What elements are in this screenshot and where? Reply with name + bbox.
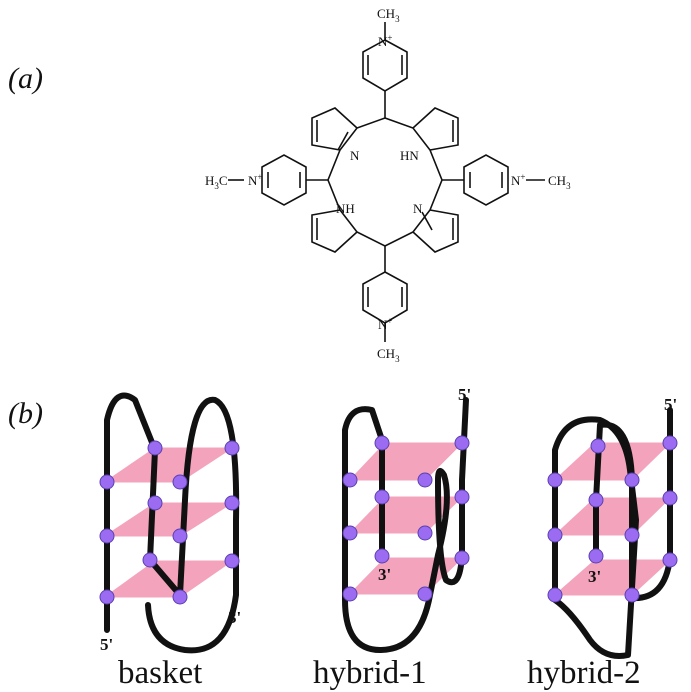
guanine-ball xyxy=(624,472,640,488)
guanine-ball xyxy=(99,528,115,544)
guanine-ball xyxy=(417,586,433,602)
guanine-ball xyxy=(624,587,640,603)
tetrad-2 xyxy=(553,497,672,536)
strand-hybrid-1 xyxy=(342,397,469,653)
strand-basket xyxy=(104,392,240,654)
basket-5prime: 5' xyxy=(100,635,113,654)
guanine-ball xyxy=(547,527,563,543)
basket-3prime: 3' xyxy=(228,608,241,627)
pyrrole-n-top-left: N xyxy=(350,148,360,163)
guanine-ball xyxy=(662,552,678,568)
guanine-ball xyxy=(454,550,470,566)
guanine-ball xyxy=(342,472,358,488)
guanine-ball xyxy=(662,490,678,506)
guanine-ball xyxy=(547,472,563,488)
tetrad-1 xyxy=(553,442,672,481)
guanine-ball xyxy=(374,435,390,451)
topology-hybrid-1: 5' 3' hybrid-1 xyxy=(313,385,471,691)
guanine-ball xyxy=(342,525,358,541)
guanine-ball xyxy=(172,589,188,605)
hybrid1-5prime: 5' xyxy=(458,385,471,404)
basket-label: basket xyxy=(118,655,202,691)
guanine-ball xyxy=(147,495,163,511)
tetrad-2 xyxy=(103,502,234,537)
hybrid2-3prime: 3' xyxy=(588,567,601,586)
bottom-n-plus: N+ xyxy=(378,316,392,332)
top-methyl: CH3 xyxy=(377,6,400,24)
topology-hybrid-2: 5' 3' hybrid-2 xyxy=(527,395,677,691)
pyrrole-n-bottom-right: N xyxy=(413,201,423,216)
tetrad-1 xyxy=(103,447,234,483)
guanine-ball xyxy=(224,440,240,456)
guanine-ball xyxy=(454,489,470,505)
porphyrin-bonds xyxy=(228,22,545,342)
topology-basket: 5' 3' basket xyxy=(100,392,241,691)
guanine-ball xyxy=(172,474,188,490)
guanine-ball xyxy=(417,525,433,541)
pyrrole-hn-top-right: HN xyxy=(400,148,419,163)
guanine-ball xyxy=(662,435,678,451)
guanine-ball xyxy=(624,527,640,543)
top-n-plus: N+ xyxy=(378,33,392,49)
hybrid2-label: hybrid-2 xyxy=(527,655,641,691)
guanine-ball xyxy=(224,553,240,569)
left-methyl: H3C xyxy=(205,173,228,191)
right-methyl: CH3 xyxy=(548,173,571,191)
panel-label-b: (b) xyxy=(8,397,43,430)
guanine-ball xyxy=(588,548,604,564)
guanine-ball xyxy=(588,492,604,508)
guanine-ball xyxy=(590,438,606,454)
guanine-balls xyxy=(99,435,678,605)
guanine-ball xyxy=(224,495,240,511)
guanine-ball xyxy=(374,489,390,505)
bottom-methyl: CH3 xyxy=(377,346,400,364)
right-n-plus: N+ xyxy=(511,172,525,188)
left-n-plus: N+ xyxy=(248,172,262,188)
hybrid1-3prime: 3' xyxy=(378,565,391,584)
guanine-ball xyxy=(454,435,470,451)
guanine-ball xyxy=(142,552,158,568)
hybrid2-5prime: 5' xyxy=(664,395,677,414)
pyrrole-nh-bottom-left: NH xyxy=(336,201,355,216)
guanine-ball xyxy=(99,474,115,490)
guanine-ball xyxy=(99,589,115,605)
guanine-ball xyxy=(547,587,563,603)
hybrid1-label: hybrid-1 xyxy=(313,655,427,691)
guanine-ball xyxy=(417,472,433,488)
atom-labels: CH3 N+ CH3 N+ H3C N+ N+ CH3 N HN NH N xyxy=(205,6,571,364)
guanine-ball xyxy=(147,440,163,456)
guanine-ball xyxy=(342,586,358,602)
panel-label-a: (a) xyxy=(8,62,43,95)
guanine-ball xyxy=(172,528,188,544)
guanine-ball xyxy=(374,548,390,564)
